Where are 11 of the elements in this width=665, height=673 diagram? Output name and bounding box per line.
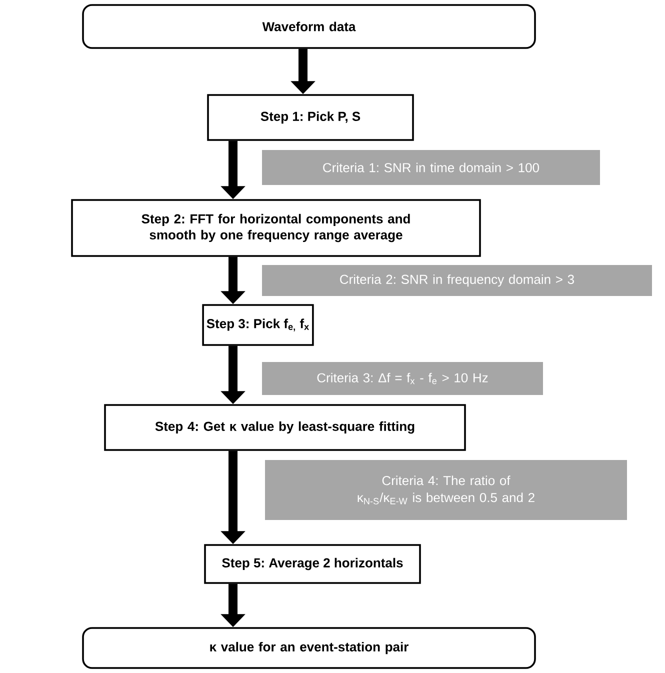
process-box: Waveform data (82, 4, 536, 49)
process-box: κ value for an event-station pair (82, 627, 536, 669)
criteria-box: Criteria 1: SNR in time domain > 100 (262, 150, 600, 185)
criteria-box: Criteria 3: Δf = f$_{x}$ - f$_{e}$ > 10 Hz (262, 362, 543, 395)
process-box: Step 1: Pick P, S (207, 94, 414, 141)
process-box: Step 3: Pick f$_{e,}$ f$_{x}$ (202, 304, 314, 346)
process-box: Step 4: Get κ value by least-square fitting (104, 404, 466, 451)
process-box: Step 2: FFT for horizontal components and smooth by one frequency range average (71, 199, 481, 257)
criteria-box: Criteria 4: The ratio of κ$_{N-S}$/κ$_{E-W}$ is between 0.5 and 2 (265, 460, 627, 520)
criteria-box: Criteria 2: SNR in frequency domain > 3 (262, 265, 652, 296)
process-box: Step 5: Average 2 horizontals (204, 544, 421, 584)
